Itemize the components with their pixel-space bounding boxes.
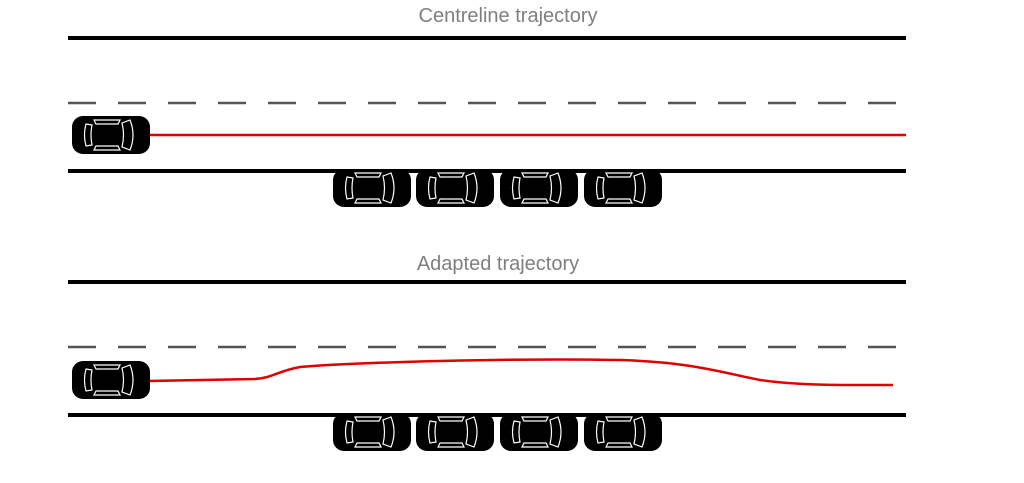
parked-vehicle-icon	[499, 412, 579, 452]
ego-vehicle-icon	[71, 360, 151, 400]
parked-vehicle-icon	[415, 168, 495, 208]
ego-vehicle-icon	[71, 115, 151, 155]
parked-vehicle-icon	[332, 412, 412, 452]
scenario-title: Adapted trajectory	[417, 253, 579, 275]
scenario-centreline: Centreline trajectory	[68, 5, 906, 208]
parked-vehicle-icon	[415, 412, 495, 452]
parked-vehicle-icon	[332, 168, 412, 208]
trajectory-curve	[147, 358, 894, 387]
parked-vehicles	[332, 412, 663, 452]
parked-vehicles	[332, 168, 663, 208]
parked-vehicle-icon	[499, 168, 579, 208]
parked-vehicle-icon	[583, 168, 663, 208]
scenario-adapted: Adapted trajectory	[68, 253, 906, 452]
parked-vehicle-icon	[583, 412, 663, 452]
scenario-title: Centreline trajectory	[419, 5, 598, 27]
